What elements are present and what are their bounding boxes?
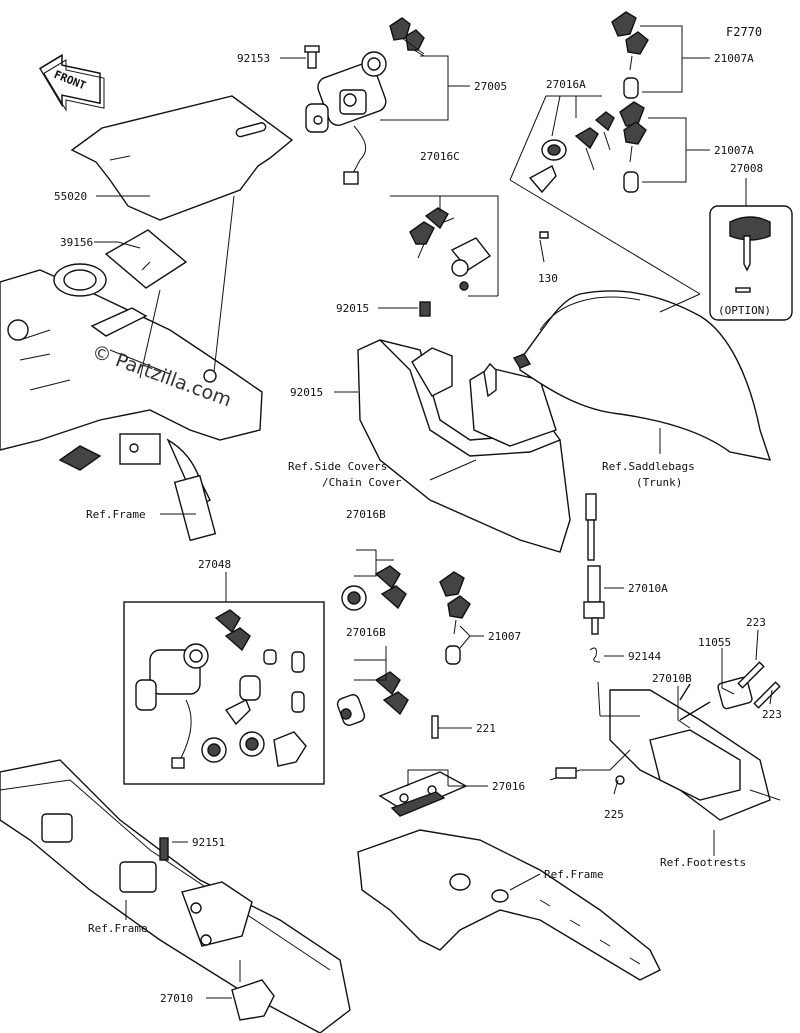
ref-saddlebags: Ref.Saddlebags xyxy=(602,460,695,473)
label-223-b: 223 xyxy=(762,708,782,721)
front-arrow-icon xyxy=(38,53,105,112)
diagram-code: F2770 xyxy=(726,25,762,39)
key-set-27016B-upper xyxy=(341,565,407,611)
leader-lines xyxy=(94,25,773,999)
label-21007A-mid: 21007A xyxy=(714,144,754,157)
label-92144: 92144 xyxy=(628,650,661,663)
key-set-27016C xyxy=(409,207,549,291)
ignition-set-27048 xyxy=(123,601,325,785)
label-92151: 92151 xyxy=(192,836,225,849)
label-27048: 27048 xyxy=(198,558,231,571)
option-label: (OPTION) xyxy=(718,304,771,317)
key-set-27016B-lower xyxy=(336,671,409,726)
keys-21007A-top xyxy=(611,11,649,99)
label-92153: 92153 xyxy=(237,52,270,65)
ref-frame-top: Ref.Frame xyxy=(86,508,146,521)
ref-frame-center: Ref.Frame xyxy=(544,868,604,881)
keys-21007 xyxy=(439,571,471,665)
label-27010B: 27010B xyxy=(652,672,692,685)
label-27010: 27010 xyxy=(160,992,193,1005)
frame-lower-center xyxy=(357,829,661,981)
frame-lower-left xyxy=(0,759,351,1033)
ref-side-covers: Ref.Side Covers xyxy=(288,460,387,473)
label-55020: 55020 xyxy=(54,190,87,203)
key-cylinder-27016A xyxy=(528,111,615,194)
pad-39156 xyxy=(104,229,188,289)
label-27010A: 27010A xyxy=(628,582,668,595)
label-21007A-top: 21007A xyxy=(714,52,754,65)
label-225: 225 xyxy=(604,808,624,821)
ref-chain-cover: /Chain Cover xyxy=(322,476,402,489)
clip-92015-a xyxy=(419,301,431,317)
option-key-box xyxy=(709,205,793,321)
label-39156: 39156 xyxy=(60,236,93,249)
keys-21007A-mid xyxy=(619,101,647,193)
ref-trunk: (Trunk) xyxy=(636,476,682,489)
label-92015-a: 92015 xyxy=(336,302,369,315)
label-130: 130 xyxy=(538,272,558,285)
label-27016B-a: 27016B xyxy=(346,508,386,521)
ignition-switch-assembly xyxy=(305,17,425,185)
label-27016B-b: 27016B xyxy=(346,626,386,639)
label-11055: 11055 xyxy=(698,636,731,649)
label-221: 221 xyxy=(476,722,496,735)
label-27016C: 27016C xyxy=(420,150,460,163)
label-223-a: 223 xyxy=(746,616,766,629)
seat-lock-27016 xyxy=(378,715,468,817)
ref-footrests: Ref.Footrests xyxy=(660,856,746,869)
bolt-92153 xyxy=(304,45,320,69)
side-cover xyxy=(357,339,571,553)
label-27005: 27005 xyxy=(474,80,507,93)
switch-27010A xyxy=(583,493,605,663)
label-21007: 21007 xyxy=(488,630,521,643)
footrest-bracket xyxy=(549,661,781,821)
cover-55020 xyxy=(70,95,294,221)
label-27016: 27016 xyxy=(492,780,525,793)
ref-frame-lower-left: Ref.Frame xyxy=(88,922,148,935)
part-labels: 92153 27005 55020 39156 27016A 21007A 21… xyxy=(54,52,782,1005)
label-27008: 27008 xyxy=(730,162,763,175)
label-92015-b: 92015 xyxy=(290,386,323,399)
saddlebag xyxy=(512,290,772,461)
frame-upper-left xyxy=(0,263,263,542)
label-27016A: 27016A xyxy=(546,78,586,91)
slot-55020 xyxy=(235,122,267,138)
